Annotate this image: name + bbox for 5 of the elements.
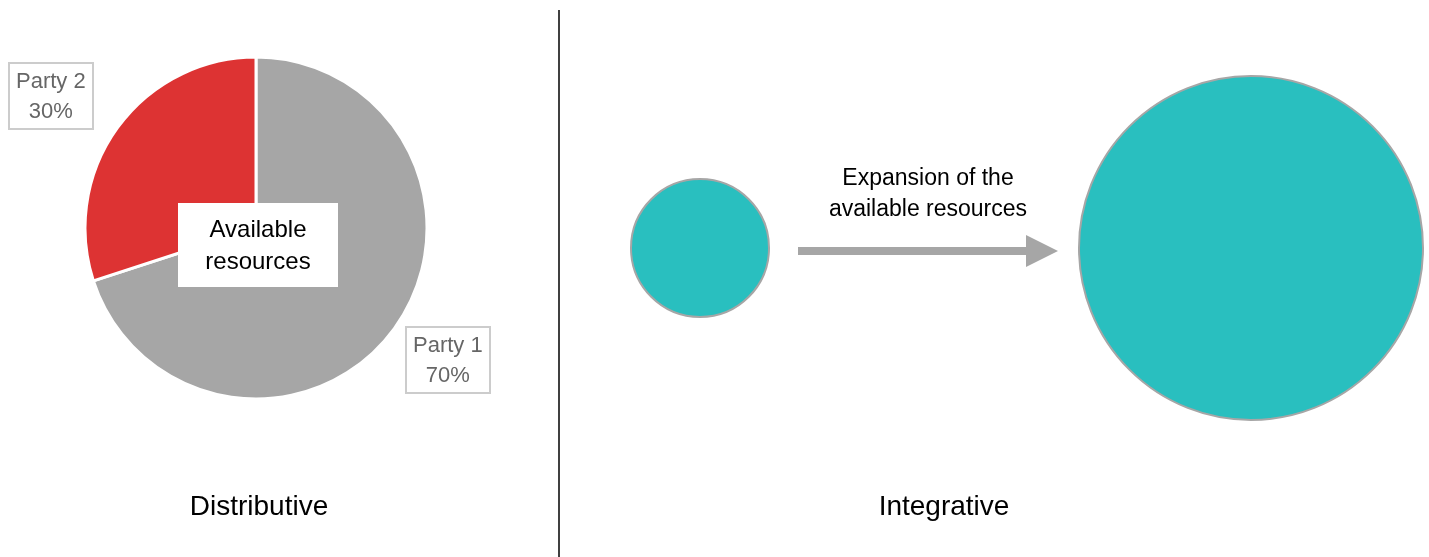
text-box: Available resources <box>178 203 338 287</box>
data-label: Party 1 70% <box>405 326 491 394</box>
data-label: Party 2 30% <box>8 62 94 130</box>
panel-title: Distributive <box>188 490 330 522</box>
panel-title: Integrative <box>877 490 1011 522</box>
